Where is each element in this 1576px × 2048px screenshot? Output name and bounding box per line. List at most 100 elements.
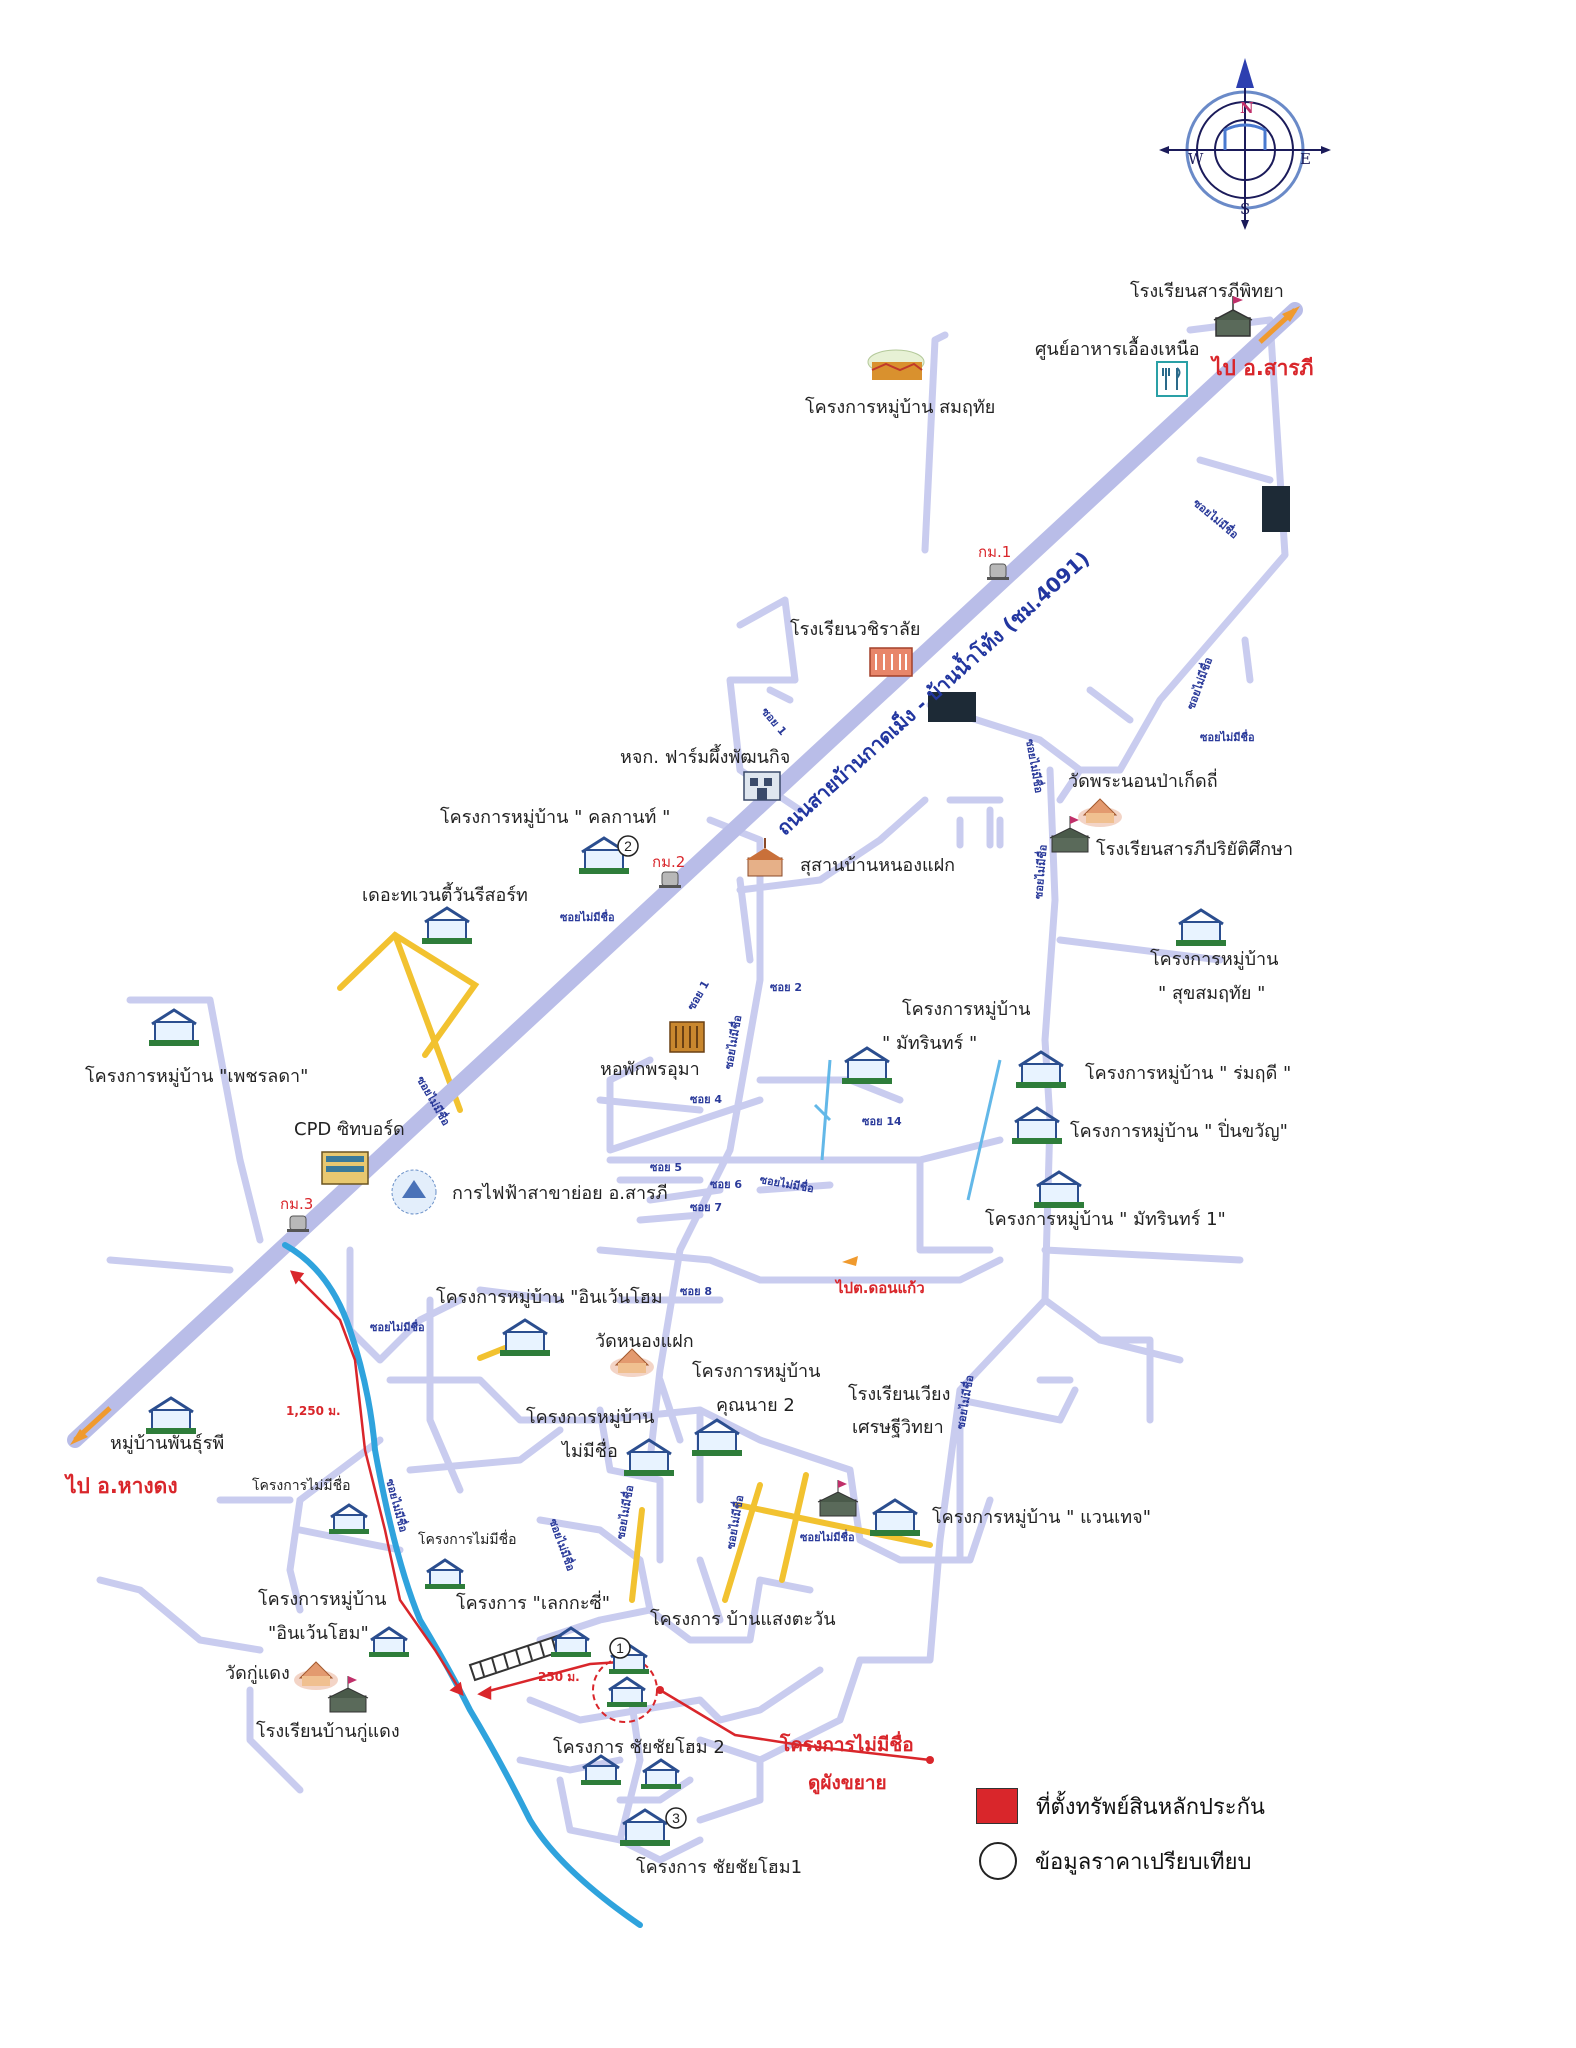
house-icon xyxy=(620,1808,670,1846)
label-inwin-line2: "อินเว้นโฮม" xyxy=(268,1623,369,1644)
house-icon xyxy=(551,1626,591,1657)
label-nameless-village-line2: ไม่มีชื่อ xyxy=(562,1441,618,1462)
landmark-banner-icon xyxy=(867,349,925,380)
label-chaichanhome2: โครงการ ชัยชัยโฮม 2 xyxy=(553,1737,725,1758)
label-kolkan: โครงการหมู่บ้าน " คลกานท์ " xyxy=(440,807,671,828)
school-icon xyxy=(817,1480,859,1517)
house-icon xyxy=(842,1046,892,1084)
compass-east: E xyxy=(1300,150,1311,168)
label-electric: การไฟฟ้าสาขาย่อย อ.สารภี xyxy=(452,1183,668,1204)
house-icon xyxy=(329,1503,369,1534)
compass-north: N xyxy=(1240,99,1254,117)
label-nameless-project-1: โครงการไม่มีชื่อ xyxy=(252,1478,351,1494)
label-wiang-school-line2: เศรษฐีวิทยา xyxy=(852,1417,944,1438)
label-inwin-line1: โครงการหมู่บ้าน xyxy=(258,1589,387,1610)
legend-collateral-text: ที่ตั้งทรัพย์สินหลักประกัน xyxy=(1036,1794,1265,1820)
label-to-donkaew: ไปต.ดอนแก้ว xyxy=(836,1279,925,1297)
label-to-hangdong: ไป อ.หางดง xyxy=(66,1474,178,1498)
temple-icon xyxy=(294,1661,338,1690)
house-icon xyxy=(500,1318,550,1356)
legend-red-swatch xyxy=(976,1788,1018,1824)
house-icon xyxy=(369,1626,409,1657)
label-km2: กม.2 xyxy=(652,853,686,871)
label-soi-8: ซอย 8 xyxy=(680,1285,713,1298)
arrow-to-donkaew xyxy=(842,1256,858,1266)
label-pinkhwan: โครงการหมู่บ้าน " ปิ่นขวัญ" xyxy=(1070,1121,1288,1142)
school-icon xyxy=(327,1676,369,1713)
label-soi-nameless: ซอยไม่มีชื่อ xyxy=(560,911,615,924)
label-to-sarapee: ไป อ.สารภี xyxy=(1212,356,1314,380)
label-mantarin-line2: " มัทรินทร์ " xyxy=(882,1033,978,1054)
label-khunnai-line1: โครงการหมู่บ้าน xyxy=(692,1361,821,1382)
label-nameless-village-line1: โครงการหมู่บ้าน xyxy=(526,1407,655,1428)
label-chaichanhome1: โครงการ ชัยชัยโฮม1 xyxy=(636,1857,803,1878)
label-subject-line1: โครงการไม่มีชื่อ xyxy=(780,1734,914,1756)
label-wachiralai: โรงเรียนวชิราลัย xyxy=(790,619,921,640)
house-icon xyxy=(581,1754,621,1785)
house-icon xyxy=(425,1558,465,1589)
temple-icon xyxy=(610,1348,654,1377)
legend-collateral: ที่ตั้งทรัพย์สินหลักประกัน xyxy=(976,1788,1265,1824)
house-icons xyxy=(146,836,1226,1846)
school-building-icon xyxy=(869,647,913,677)
marker-1: 1 xyxy=(616,1640,624,1656)
label-wat-nongfaek: วัดหนองแฝก xyxy=(595,1331,694,1352)
legend-comparison-text: ข้อมูลราคาเปรียบเทียบ xyxy=(1035,1849,1252,1875)
cpd-building-icon xyxy=(321,1151,369,1185)
label-wiang-school-line1: โรงเรียนเวียง xyxy=(848,1384,951,1405)
label-soi-nameless: ซอยไม่มีชื่อ xyxy=(370,1321,425,1334)
label-distance-1250: 1,250 ม. xyxy=(286,1404,341,1418)
label-inwin-home: โครงการหมู่บ้าน "อินเว้นโฮม xyxy=(436,1287,663,1308)
label-kuedang-school: โรงเรียนบ้านกู่แดง xyxy=(256,1721,400,1742)
label-soi-nameless: ซอยไม่มีชื่อ xyxy=(1200,731,1255,744)
house-icon xyxy=(146,1396,196,1434)
label-banphanrupi: หมู่บ้านพันธุ์รพี xyxy=(110,1433,225,1454)
label-soi-14: ซอย 14 xyxy=(862,1115,902,1128)
house-icon xyxy=(422,906,472,944)
label-soi-4: ซอย 4 xyxy=(690,1093,723,1106)
label-saengtawan: โครงการ บ้านแสงตะวัน xyxy=(650,1609,836,1630)
km-marker-icon xyxy=(659,871,681,888)
house-icon xyxy=(609,1643,649,1674)
label-soi-5: ซอย 5 xyxy=(650,1161,683,1174)
cemetery-icon xyxy=(746,838,784,877)
house-icon xyxy=(624,1438,674,1476)
temple-icon xyxy=(1078,798,1122,827)
label-wat-kuedang: วัดกู่แดง xyxy=(225,1663,290,1684)
main-road xyxy=(67,302,1303,1448)
school-icon xyxy=(1049,816,1091,853)
house-icon xyxy=(1176,908,1226,946)
dormitory-icon xyxy=(669,1021,705,1053)
house-icon xyxy=(579,836,629,874)
arrow-head-hangdong xyxy=(70,1429,88,1445)
label-sarapee-school2: โรงเรียนสารภีปริยัติศึกษา xyxy=(1096,839,1294,860)
river xyxy=(282,1242,643,1928)
label-cpd: CPD ซิทบอร์ด xyxy=(294,1119,405,1140)
label-sukhsom-line1: โครงการหมู่บ้าน xyxy=(1150,949,1279,970)
label-waenthep: โครงการหมู่บ้าน " แวนเทจ" xyxy=(932,1507,1151,1528)
compass-west: W xyxy=(1188,150,1204,168)
number-markers xyxy=(609,835,687,1829)
legend-circle-swatch xyxy=(979,1842,1017,1880)
minor-roads xyxy=(96,316,1289,1864)
house-icon xyxy=(641,1758,681,1789)
compass-south: S xyxy=(1240,200,1251,218)
house-icon xyxy=(607,1676,647,1707)
label-phetcharat: โครงการหมู่บ้าน "เพชรลดา" xyxy=(85,1066,309,1087)
black-buildings xyxy=(928,486,1290,722)
label-food-center: ศูนย์อาหารเอื้องเหนือ xyxy=(1035,339,1200,360)
compass xyxy=(1159,58,1331,230)
house-icon xyxy=(1034,1170,1084,1208)
km-marker-icon xyxy=(287,1215,309,1232)
label-subject-line2: ดูผังขยาย xyxy=(808,1772,887,1794)
label-mantarin-line1: โครงการหมู่บ้าน xyxy=(902,999,1031,1020)
yellow-roads xyxy=(337,931,933,1603)
house-icon xyxy=(1016,1050,1066,1088)
label-cemetery: สุสานบ้านหนองแฝก xyxy=(800,855,956,876)
label-soi-nameless: ซอยไม่มีชื่อ xyxy=(800,1531,855,1544)
label-sukhsom-line2: " สุขสมฤทัย " xyxy=(1158,983,1266,1004)
label-somrutai: โครงการหมู่บ้าน สมฤทัย xyxy=(805,397,996,418)
arrow-head-sarapee xyxy=(1282,306,1300,322)
label-distance-250: 250 ม. xyxy=(538,1670,580,1684)
